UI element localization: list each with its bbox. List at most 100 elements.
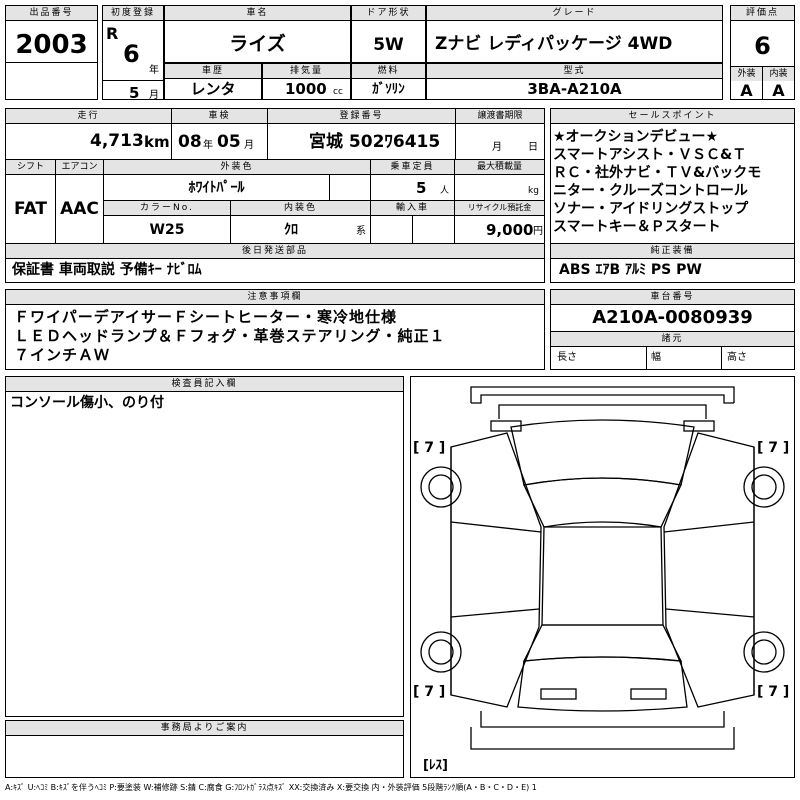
lot-box: 出品番号 2003 xyxy=(5,5,98,100)
inspector-comment: コンソール傷小、のり付 xyxy=(10,395,164,411)
grade-label: グレード xyxy=(427,6,722,20)
interior-grade-label: 内装 xyxy=(763,67,794,81)
sales-point-line: ＲＣ・社外ナビ・ＴＶ&バックモ xyxy=(553,165,762,181)
spare-tire-marker: [ﾚｽ] xyxy=(423,758,448,773)
lot-label: 出品番号 xyxy=(6,6,97,20)
plate-value: 宮城 502ﾜ6415 xyxy=(309,132,441,152)
car-diagram-box: [ 7 ] [ 7 ] [ 7 ] [ 7 ] [ﾚｽ] xyxy=(410,376,795,778)
transfer-deadline-label: 譲渡書期限 xyxy=(456,109,544,123)
capacity-unit: 人 xyxy=(440,186,450,196)
interior-color-label: 内装色 xyxy=(231,201,370,215)
inspection-label: 車検 xyxy=(172,109,267,123)
grade-box: グレード Zナビ レディパッケージ 4WD xyxy=(426,5,723,63)
tire-marker-front-right: [ 7 ] xyxy=(757,440,790,456)
recycle-label: リサイクル預託金 xyxy=(455,201,544,215)
displacement-box: 排気量 1000 cc xyxy=(262,63,351,100)
mileage-unit: km xyxy=(144,133,170,151)
chassis-box: 車台番号 A210A-0080939 諸元 長さ 幅 高さ xyxy=(550,289,795,370)
fuel-value: ｶﾞｿﾘﾝ xyxy=(372,82,405,97)
genuine-label: 純正装備 xyxy=(551,244,794,258)
mileage-value: 4,713 xyxy=(90,131,144,151)
dim-width-label: 幅 xyxy=(651,352,661,363)
dimensions-label: 諸元 xyxy=(551,332,794,346)
max-load-label: 最大積載量 xyxy=(455,160,544,174)
exterior-grade-value: A xyxy=(740,81,753,100)
door-label: ドア形状 xyxy=(352,6,425,20)
inspection-month-unit: 月 xyxy=(244,140,254,151)
dim-length-label: 長さ xyxy=(557,352,577,363)
dim-height-label: 高さ xyxy=(727,352,747,363)
note-line: ＬＥＤヘッドランプ＆Ｆフォグ・革巻ステアリング・純正１ xyxy=(14,327,446,345)
transfer-day-unit: 日 xyxy=(528,142,538,153)
mid-block: 走行 車検 登録番号 譲渡書期限 4,713 km 08 年 05 月 宮城 5… xyxy=(5,108,545,283)
model-name-box: 車名 ライズ xyxy=(164,5,351,63)
exterior-color-value: ﾎﾜｲﾄﾊﾟｰﾙ xyxy=(188,180,245,196)
office-label: 事務局よりご案内 xyxy=(6,721,403,735)
later-items-label: 後日発送部品 xyxy=(6,244,544,258)
interior-color-unit: 系 xyxy=(356,226,366,237)
note-line: ７インチＡＷ xyxy=(14,346,111,364)
genuine-value: ABS ｴｱB ｱﾙﾐ PS PW xyxy=(559,262,702,278)
note-line: ＦワイパーデアイサーＦシートヒーター・寒冷地仕様 xyxy=(14,308,397,326)
inspector-label: 検査員記入欄 xyxy=(6,377,403,391)
first-reg-year-unit: 年 xyxy=(149,65,159,76)
first-reg-label: 初度登録 xyxy=(103,6,163,20)
inspection-year-unit: 年 xyxy=(203,140,213,151)
sales-points-box: セールスポイント ★オークションデビュー★ スマートアシスト・ＶＳＣ&Ｔ ＲＣ・… xyxy=(550,108,795,283)
grade-value: Zナビ レディパッケージ 4WD xyxy=(435,34,673,54)
score-value: 6 xyxy=(754,32,771,60)
inspector-box: 検査員記入欄 コンソール傷小、のり付 xyxy=(5,376,404,717)
mileage-label: 走行 xyxy=(6,109,171,123)
first-reg-month: 5 xyxy=(129,84,140,102)
first-reg-year: 6 xyxy=(123,40,140,68)
chassis-number: A210A-0080939 xyxy=(592,307,753,328)
inspection-year: 08 xyxy=(178,132,202,152)
door-value: 5W xyxy=(373,35,404,55)
notes-label: 注意事項欄 xyxy=(6,290,544,304)
displacement-label: 排気量 xyxy=(263,64,350,78)
interior-grade-value: A xyxy=(772,81,785,100)
sales-point-line: スマートキー＆Ｐスタート xyxy=(553,219,721,235)
sales-point-line: スマートアシスト・ＶＳＣ&Ｔ xyxy=(553,147,747,163)
model-code-label: 型式 xyxy=(427,64,722,78)
exterior-grade-label: 外装 xyxy=(731,67,762,81)
inspection-month: 05 xyxy=(217,132,241,152)
history-box: 車歴 レンタ xyxy=(164,63,262,100)
sales-point-line: ニター・クルーズコントロール xyxy=(553,183,748,199)
recycle-value: 9,000 xyxy=(486,221,534,239)
first-reg-box: 初度登録 R 6 年 5 月 xyxy=(102,5,164,102)
chassis-label: 車台番号 xyxy=(551,290,794,304)
tire-marker-rear-left: [ 7 ] xyxy=(413,684,446,700)
door-box: ドア形状 5W xyxy=(351,5,426,63)
max-load-unit: kg xyxy=(528,186,539,196)
shift-label: シフト xyxy=(6,160,55,174)
history-value: レンタ xyxy=(190,80,236,98)
sales-point-line: ★オークションデビュー★ xyxy=(553,129,719,145)
capacity-label: 乗車定員 xyxy=(371,160,454,174)
capacity-value: 5 xyxy=(416,179,427,197)
fuel-label: 燃料 xyxy=(352,64,425,78)
score-label: 評価点 xyxy=(731,6,794,20)
displacement-value: 1000 xyxy=(285,80,327,98)
lot-number: 2003 xyxy=(15,30,88,60)
car-diagram xyxy=(420,386,785,750)
model-code-value: 3BA-A210A xyxy=(527,80,622,98)
office-box: 事務局よりご案内 xyxy=(5,720,404,778)
sales-point-line: ソナー・アイドリングストップ xyxy=(553,201,749,217)
tire-marker-rear-right: [ 7 ] xyxy=(757,684,790,700)
color-no-label: カラーNo. xyxy=(104,201,230,215)
import-label: 輸入車 xyxy=(371,201,454,215)
aircon-value: AAC xyxy=(60,199,99,219)
first-reg-era: R xyxy=(106,24,119,43)
color-no-value: W25 xyxy=(149,222,185,238)
recycle-unit: 円 xyxy=(533,226,543,237)
interior-color-value: ｸﾛ xyxy=(284,222,298,238)
displacement-unit: cc xyxy=(333,87,343,97)
fuel-box: 燃料 ｶﾞｿﾘﾝ xyxy=(351,63,426,100)
model-code-box: 型式 3BA-A210A xyxy=(426,63,723,100)
model-name: ライズ xyxy=(229,33,286,55)
first-reg-month-unit: 月 xyxy=(149,90,159,101)
model-name-label: 車名 xyxy=(165,6,350,20)
tire-marker-front-left: [ 7 ] xyxy=(413,440,446,456)
notes-box: 注意事項欄 ＦワイパーデアイサーＦシートヒーター・寒冷地仕様 ＬＥＤヘッドランプ… xyxy=(5,289,545,370)
